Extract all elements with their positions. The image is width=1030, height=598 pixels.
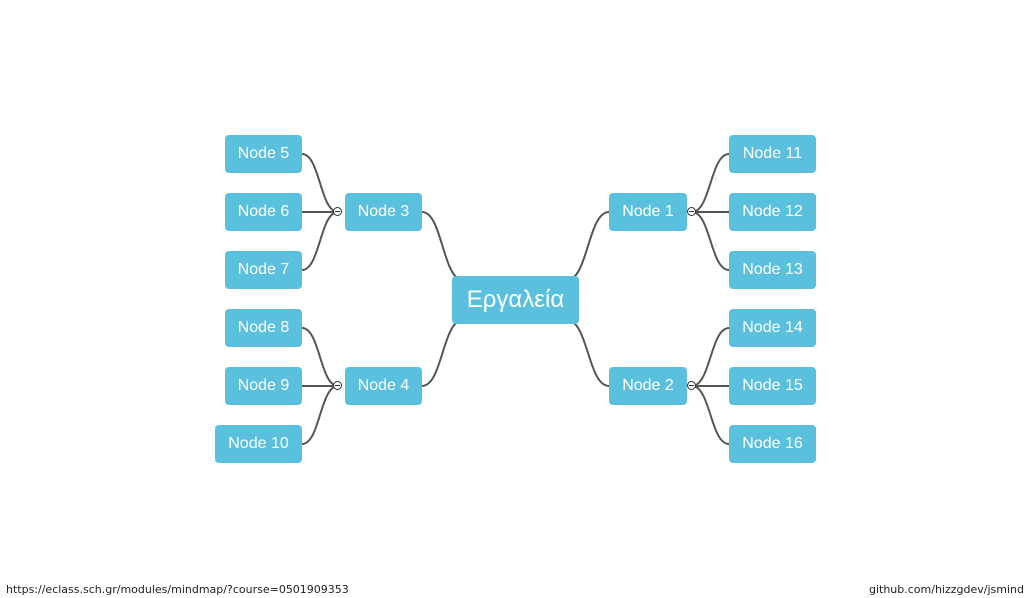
link-node-4-node-10 [301, 385, 339, 445]
link-root-node-4 [421, 319, 464, 387]
node-10[interactable]: Node 10 [215, 425, 302, 463]
collapse-toggle-node-2[interactable] [687, 381, 696, 390]
node-4[interactable]: Node 4 [345, 367, 422, 405]
node-8[interactable]: Node 8 [225, 309, 302, 347]
node-12[interactable]: Node 12 [729, 193, 816, 231]
root-node[interactable]: Εργαλεία [452, 276, 579, 324]
link-node-1-node-13 [691, 211, 730, 271]
node-14[interactable]: Node 14 [729, 309, 816, 347]
link-node-3-node-7 [301, 211, 339, 271]
link-root-node-1 [566, 211, 610, 281]
link-root-node-2 [566, 319, 610, 387]
page-url: https://eclass.sch.gr/modules/mindmap/?c… [6, 583, 349, 596]
node-7[interactable]: Node 7 [225, 251, 302, 289]
node-15[interactable]: Node 15 [729, 367, 816, 405]
node-9[interactable]: Node 9 [225, 367, 302, 405]
link-node-3-node-5 [301, 153, 339, 213]
collapse-toggle-node-3[interactable] [333, 207, 342, 216]
collapse-toggle-node-4[interactable] [333, 381, 342, 390]
link-node-2-node-14 [691, 327, 730, 387]
node-13[interactable]: Node 13 [729, 251, 816, 289]
node-1[interactable]: Node 1 [609, 193, 687, 231]
link-node-1-node-11 [691, 153, 730, 213]
link-root-node-3 [421, 211, 464, 281]
node-3[interactable]: Node 3 [345, 193, 422, 231]
node-11[interactable]: Node 11 [729, 135, 816, 173]
node-5[interactable]: Node 5 [225, 135, 302, 173]
node-2[interactable]: Node 2 [609, 367, 687, 405]
node-16[interactable]: Node 16 [729, 425, 816, 463]
collapse-toggle-node-1[interactable] [687, 207, 696, 216]
link-node-4-node-8 [301, 327, 339, 387]
credit-link[interactable]: github.com/hizzgdev/jsmind [868, 583, 1024, 596]
node-6[interactable]: Node 6 [225, 193, 302, 231]
link-node-2-node-16 [691, 385, 730, 445]
